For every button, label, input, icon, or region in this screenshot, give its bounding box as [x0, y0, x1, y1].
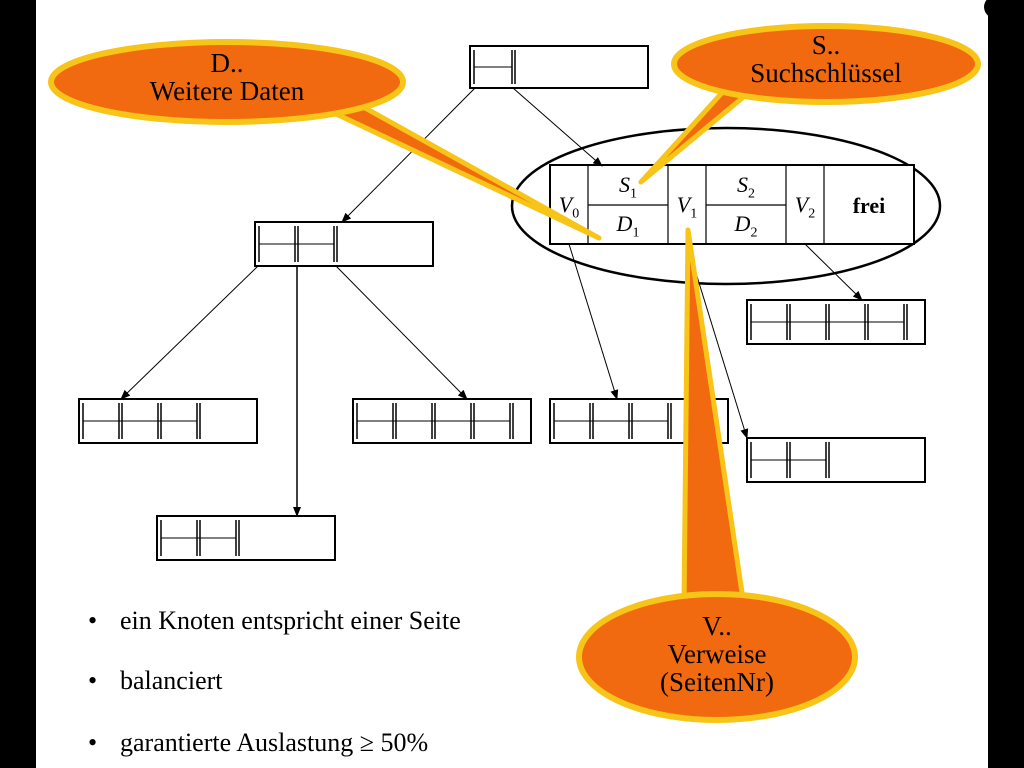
callout-daten-bubble — [48, 39, 406, 125]
callout-verweise-line3: (SeitenNr) — [660, 667, 774, 697]
btree-diagram — [48, 23, 981, 723]
callout-daten-line2: Weitere Daten — [149, 76, 305, 106]
bullet-item: •ein Knoten entspricht einer Seite — [88, 606, 461, 635]
free-space-label: frei — [852, 193, 886, 218]
pointer-v0: V0 — [558, 192, 580, 222]
callout-schluessel-bubble — [671, 23, 981, 105]
callout-schluessel-line2: Suchschlüssel — [750, 58, 902, 88]
callout-daten-text: D.. Weitere Daten — [91, 49, 363, 105]
tree-node-level1 — [254, 221, 434, 267]
key-s1: S1 — [619, 172, 637, 202]
bullet-dot-icon: • — [88, 666, 98, 695]
pointer-v1: V1 — [676, 192, 698, 222]
tree-leaf-4 — [746, 299, 926, 345]
bullet-dot-icon: • — [88, 728, 98, 757]
corner-dot — [984, 0, 988, 20]
callout-verweise-bubble — [576, 591, 858, 723]
bullet-dot-icon: • — [88, 606, 98, 635]
data-d2: D2 — [734, 211, 758, 241]
callout-verweise-line1: V.. — [702, 611, 732, 641]
callout-schluessel-line1: S.. — [811, 30, 841, 60]
data-d1: D1 — [616, 211, 640, 241]
callout-daten-line1: D.. — [210, 48, 244, 78]
tree-node-root — [469, 45, 649, 89]
highlight-ellipse — [510, 126, 942, 286]
key-s2: S2 — [737, 172, 755, 202]
tree-leaf-6 — [156, 515, 336, 561]
pointer-v2: V2 — [794, 192, 816, 222]
tree-edges — [120, 87, 863, 517]
callout-schluessel-text: S.. Suchschlüssel — [701, 31, 951, 87]
callout-verweise-tail — [681, 227, 747, 609]
tree-leaf-2 — [352, 398, 532, 444]
bullet-item: •garantierte Auslastung ≥ 50% — [88, 728, 429, 757]
bullet-item: •balanciert — [88, 666, 223, 695]
callout-verweise-line2: Verweise — [667, 639, 767, 669]
callout-verweise-text: V.. Verweise (SeitenNr) — [617, 612, 817, 696]
tree-node-detail — [549, 164, 915, 245]
tree-leaf-5 — [746, 437, 926, 483]
tree-leaf-1 — [78, 398, 258, 444]
slide: V0 S1 D1 V1 S2 D2 V2 frei D.. Weitere Da… — [36, 0, 988, 768]
